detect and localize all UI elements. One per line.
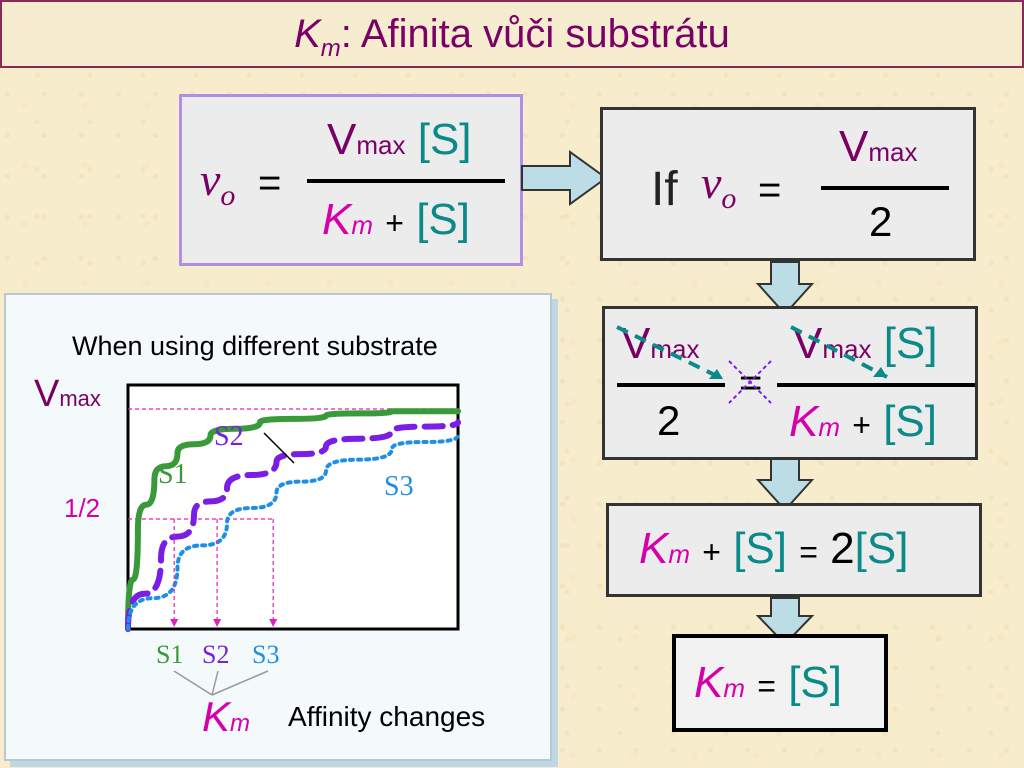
eq1-lhs: vo	[200, 153, 235, 213]
curve-label-s1: S1	[158, 459, 188, 490]
eq2-numerator: Vmax	[839, 122, 917, 172]
drop-arrow-s3	[269, 619, 278, 627]
x-label-s1: S1	[156, 640, 183, 669]
km-bracket-left	[173, 670, 213, 696]
vmax-max: max	[59, 386, 101, 411]
arrow-right-icon	[521, 150, 608, 206]
eq1-fraction-bar	[307, 179, 505, 183]
arrow-down-icon-3	[756, 597, 814, 646]
eq3-den-s: [S]	[883, 397, 937, 446]
eq4-content: Km + [S] = 2[S]	[639, 524, 908, 574]
curve-s3	[126, 433, 460, 631]
km-plus-s-box: Km + [S] = 2[S]	[606, 503, 982, 597]
drop-arrow-s1	[170, 619, 179, 627]
eq2-lhs: vo	[701, 156, 736, 216]
km-label: Km	[202, 693, 250, 741]
curve-label-s3: S3	[384, 471, 414, 502]
vmax-v: V	[34, 373, 60, 415]
eq2-fraction-bar	[821, 186, 949, 190]
eq5-s: [S]	[788, 658, 842, 707]
eq3-right-numerator: Vmax [S]	[793, 319, 938, 369]
eq3-right-fraction-bar	[777, 383, 975, 387]
eq2-equals: =	[758, 168, 782, 212]
eq4-two: 2	[830, 524, 855, 573]
eq3-left-denominator: 2	[657, 397, 681, 444]
eq1-den-m: m	[351, 210, 374, 240]
substitution-box: Vmax 2 = Vmax [S] Km + [S]	[602, 306, 978, 460]
arrow-down-icon-1	[756, 261, 814, 316]
eq5-equals: =	[757, 668, 776, 704]
s2-leader-line	[263, 432, 295, 464]
km-equals-s-box: Km = [S]	[672, 634, 888, 732]
slide-title: Km: Afinita vůči substrátu	[0, 0, 1024, 68]
x-label-s3: S3	[252, 640, 279, 669]
eq1-den-k: K	[322, 195, 352, 244]
curve-label-s2: S2	[214, 421, 244, 452]
eq1-numerator: Vmax [S]	[327, 115, 472, 165]
eq2-if: If	[651, 163, 678, 216]
vmax-label: Vmax	[34, 373, 101, 416]
eq3-left-v: V	[621, 319, 651, 368]
x-label-s2: S2	[202, 640, 229, 669]
half-label: 1/2	[64, 493, 101, 523]
eq2-o: o	[721, 182, 737, 216]
eq3-den-plus: +	[852, 407, 871, 443]
eq4-s2: [S]	[854, 524, 909, 573]
drop-arrow-s2	[213, 619, 222, 627]
eq2-denominator: 2	[869, 198, 893, 245]
eq5-k: K	[694, 658, 724, 707]
eq3-right-denominator: Km + [S]	[789, 397, 937, 447]
eq1-v: v	[200, 154, 221, 205]
eq5-m: m	[723, 673, 746, 703]
michaelis-menten-box: vo = Vmax [S] Km + [S]	[179, 94, 523, 266]
half-vmax-box: If vo = Vmax 2	[600, 107, 976, 261]
km-bracket-mid	[211, 670, 219, 696]
chart-panel: When using different substrate Vmax 1/2 …	[4, 293, 552, 761]
eq4-s1: [S]	[733, 524, 787, 573]
curve-s1	[125, 408, 461, 632]
eq3-den-k: K	[789, 397, 819, 446]
eq1-den-plus: +	[385, 205, 404, 241]
title-text: : Afinita vůči substrátu	[340, 12, 730, 56]
eq3-den-m: m	[818, 412, 841, 442]
chart-heading: When using different substrate	[72, 331, 438, 361]
title-m: m	[320, 35, 341, 62]
eq4-plus: +	[702, 534, 721, 570]
eq2-v: v	[701, 157, 722, 208]
eq4-equals: =	[799, 534, 818, 570]
eq5-content: Km = [S]	[694, 658, 842, 708]
eq3-right-s: [S]	[883, 319, 938, 368]
eq1-o: o	[220, 179, 236, 213]
cancel-marks	[616, 325, 888, 404]
eq3-left-numerator: Vmax	[621, 319, 699, 369]
arrow-down-icon-2	[756, 457, 814, 512]
eq1-num-s: [S]	[417, 115, 472, 164]
eq1-num-max: max	[356, 130, 406, 160]
eq1-num-v: V	[327, 115, 357, 164]
eq3-left-fraction-bar	[617, 383, 725, 387]
km-m: m	[230, 710, 251, 737]
km-k: K	[202, 693, 231, 740]
km-bracket-right	[211, 670, 269, 696]
eq1-den-s: [S]	[416, 195, 470, 244]
eq3-right-v: V	[793, 319, 823, 368]
affinity-note: Affinity changes	[288, 701, 486, 732]
title-k: K	[294, 12, 321, 56]
eq2-num-v: V	[839, 122, 869, 171]
curve-s2	[125, 419, 461, 632]
eq4-k: K	[639, 524, 669, 573]
eq1-equals: =	[258, 161, 282, 205]
eq2-num-max: max	[868, 137, 918, 167]
eq4-m: m	[668, 539, 691, 569]
eq1-denominator: Km + [S]	[322, 195, 470, 245]
